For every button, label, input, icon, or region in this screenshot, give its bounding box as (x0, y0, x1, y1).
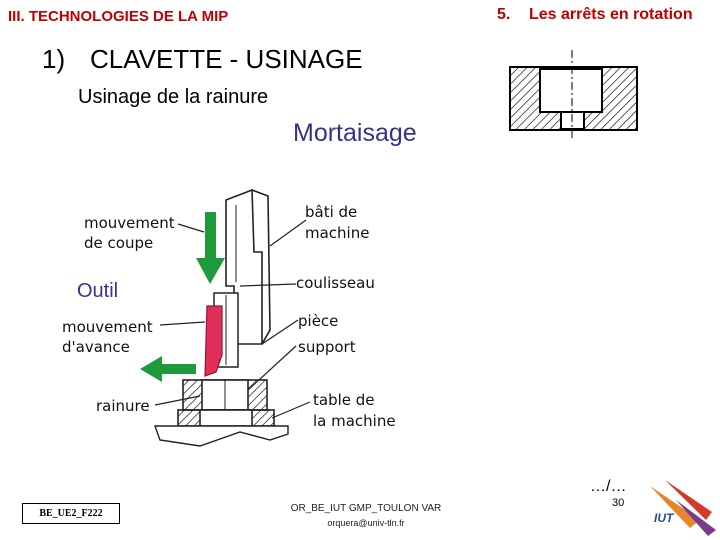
subtitle: Usinage de la rainure (78, 86, 269, 108)
feed-motion-label-2: d'avance (62, 338, 130, 356)
topic-header: 5. Les arrêts en rotation (497, 6, 693, 24)
process-name: Mortaisage (293, 119, 417, 147)
footer-org-name: OR_BE_IUT GMP_TOULON VAR (290, 503, 442, 514)
topic-number: 5. (497, 6, 511, 23)
document-code: BE_UE2_F222 (22, 503, 120, 524)
continuation-mark: …/… (590, 478, 627, 495)
logo-text: IUT (654, 511, 675, 525)
cutting-motion-arrow (196, 212, 225, 284)
machine-table (154, 409, 289, 447)
groove-label: rainure (96, 397, 150, 415)
frame-label-1: bâti de (305, 203, 357, 221)
section-title: 1) CLAVETTE - USINAGE (42, 44, 363, 75)
topic-label: Les arrêts en rotation (529, 6, 693, 23)
frame-label-2: machine (305, 224, 369, 242)
bore-cavity (539, 68, 603, 113)
feed-motion-arrow (140, 356, 196, 382)
section-number: 1) (42, 44, 66, 74)
table-label-1: table de (313, 391, 375, 409)
cut-motion-label-2: de coupe (84, 234, 153, 252)
slide-label: coulisseau (296, 274, 375, 292)
footer-organization: OR_BE_IUT GMP_TOULON VAR orquera@univ-tl… (246, 502, 486, 530)
part-label-2: support (298, 338, 356, 356)
part-label-1: pièce (298, 312, 338, 330)
footer-email: orquera@univ-tln.fr (327, 518, 405, 528)
cutting-tool (204, 305, 223, 377)
leader-lines (154, 219, 311, 419)
keyway-section-view (509, 50, 638, 140)
page-number: 30 (612, 497, 625, 509)
table-label-2: la machine (313, 412, 396, 430)
cut-motion-label-1: mouvement (84, 214, 175, 232)
feed-motion-label-1: mouvement (62, 318, 153, 336)
tool-label: Outil (77, 280, 119, 302)
iut-logo: IUT (650, 480, 716, 536)
section-header: III. TECHNOLOGIES DE LA MIP (8, 8, 229, 25)
section-title-text: CLAVETTE - USINAGE (90, 44, 363, 74)
